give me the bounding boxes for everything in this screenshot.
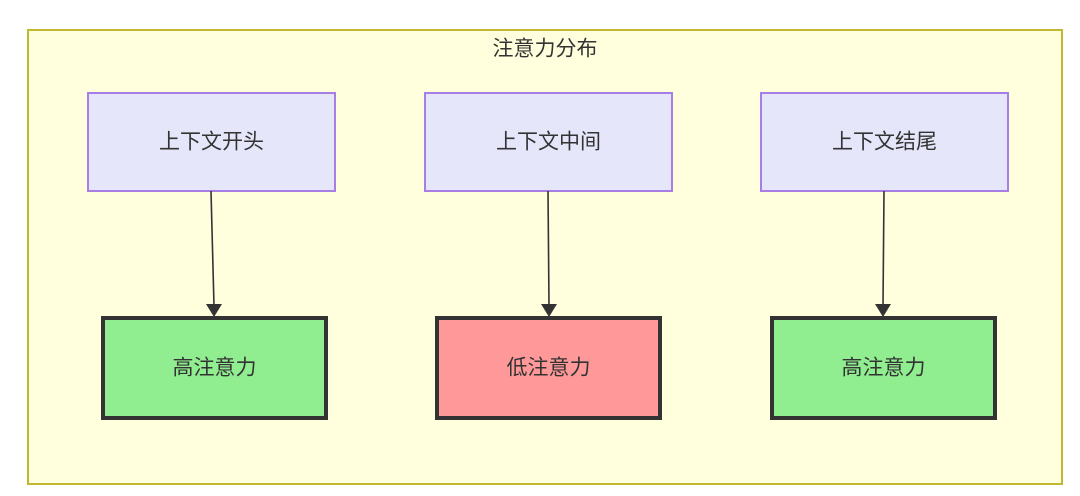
node-context-end-label: 上下文结尾 [832, 131, 937, 154]
node-low-attention-middle-label: 低注意力 [507, 357, 591, 380]
node-low-attention-middle[interactable] [435, 316, 662, 420]
diagram-title: 注意力分布 [493, 38, 598, 61]
node-high-attention-end-label: 高注意力 [842, 357, 926, 380]
node-context-start[interactable] [87, 92, 336, 192]
node-high-attention-start[interactable] [101, 316, 328, 420]
node-context-end[interactable] [760, 92, 1009, 192]
arrowhead-down-icon [206, 304, 222, 317]
arrowhead-down-icon [541, 304, 557, 317]
arrowhead-down-icon [875, 304, 891, 317]
edge-context-start-to-high-attention [210, 190, 215, 307]
edge-context-end-to-high-attention [882, 190, 885, 307]
node-context-middle[interactable] [424, 92, 673, 192]
node-high-attention-start-label: 高注意力 [173, 357, 257, 380]
node-context-middle-label: 上下文中间 [496, 131, 601, 154]
node-high-attention-end[interactable] [770, 316, 997, 420]
edge-context-middle-to-low-attention [547, 190, 550, 307]
node-context-start-label: 上下文开头 [159, 131, 264, 154]
